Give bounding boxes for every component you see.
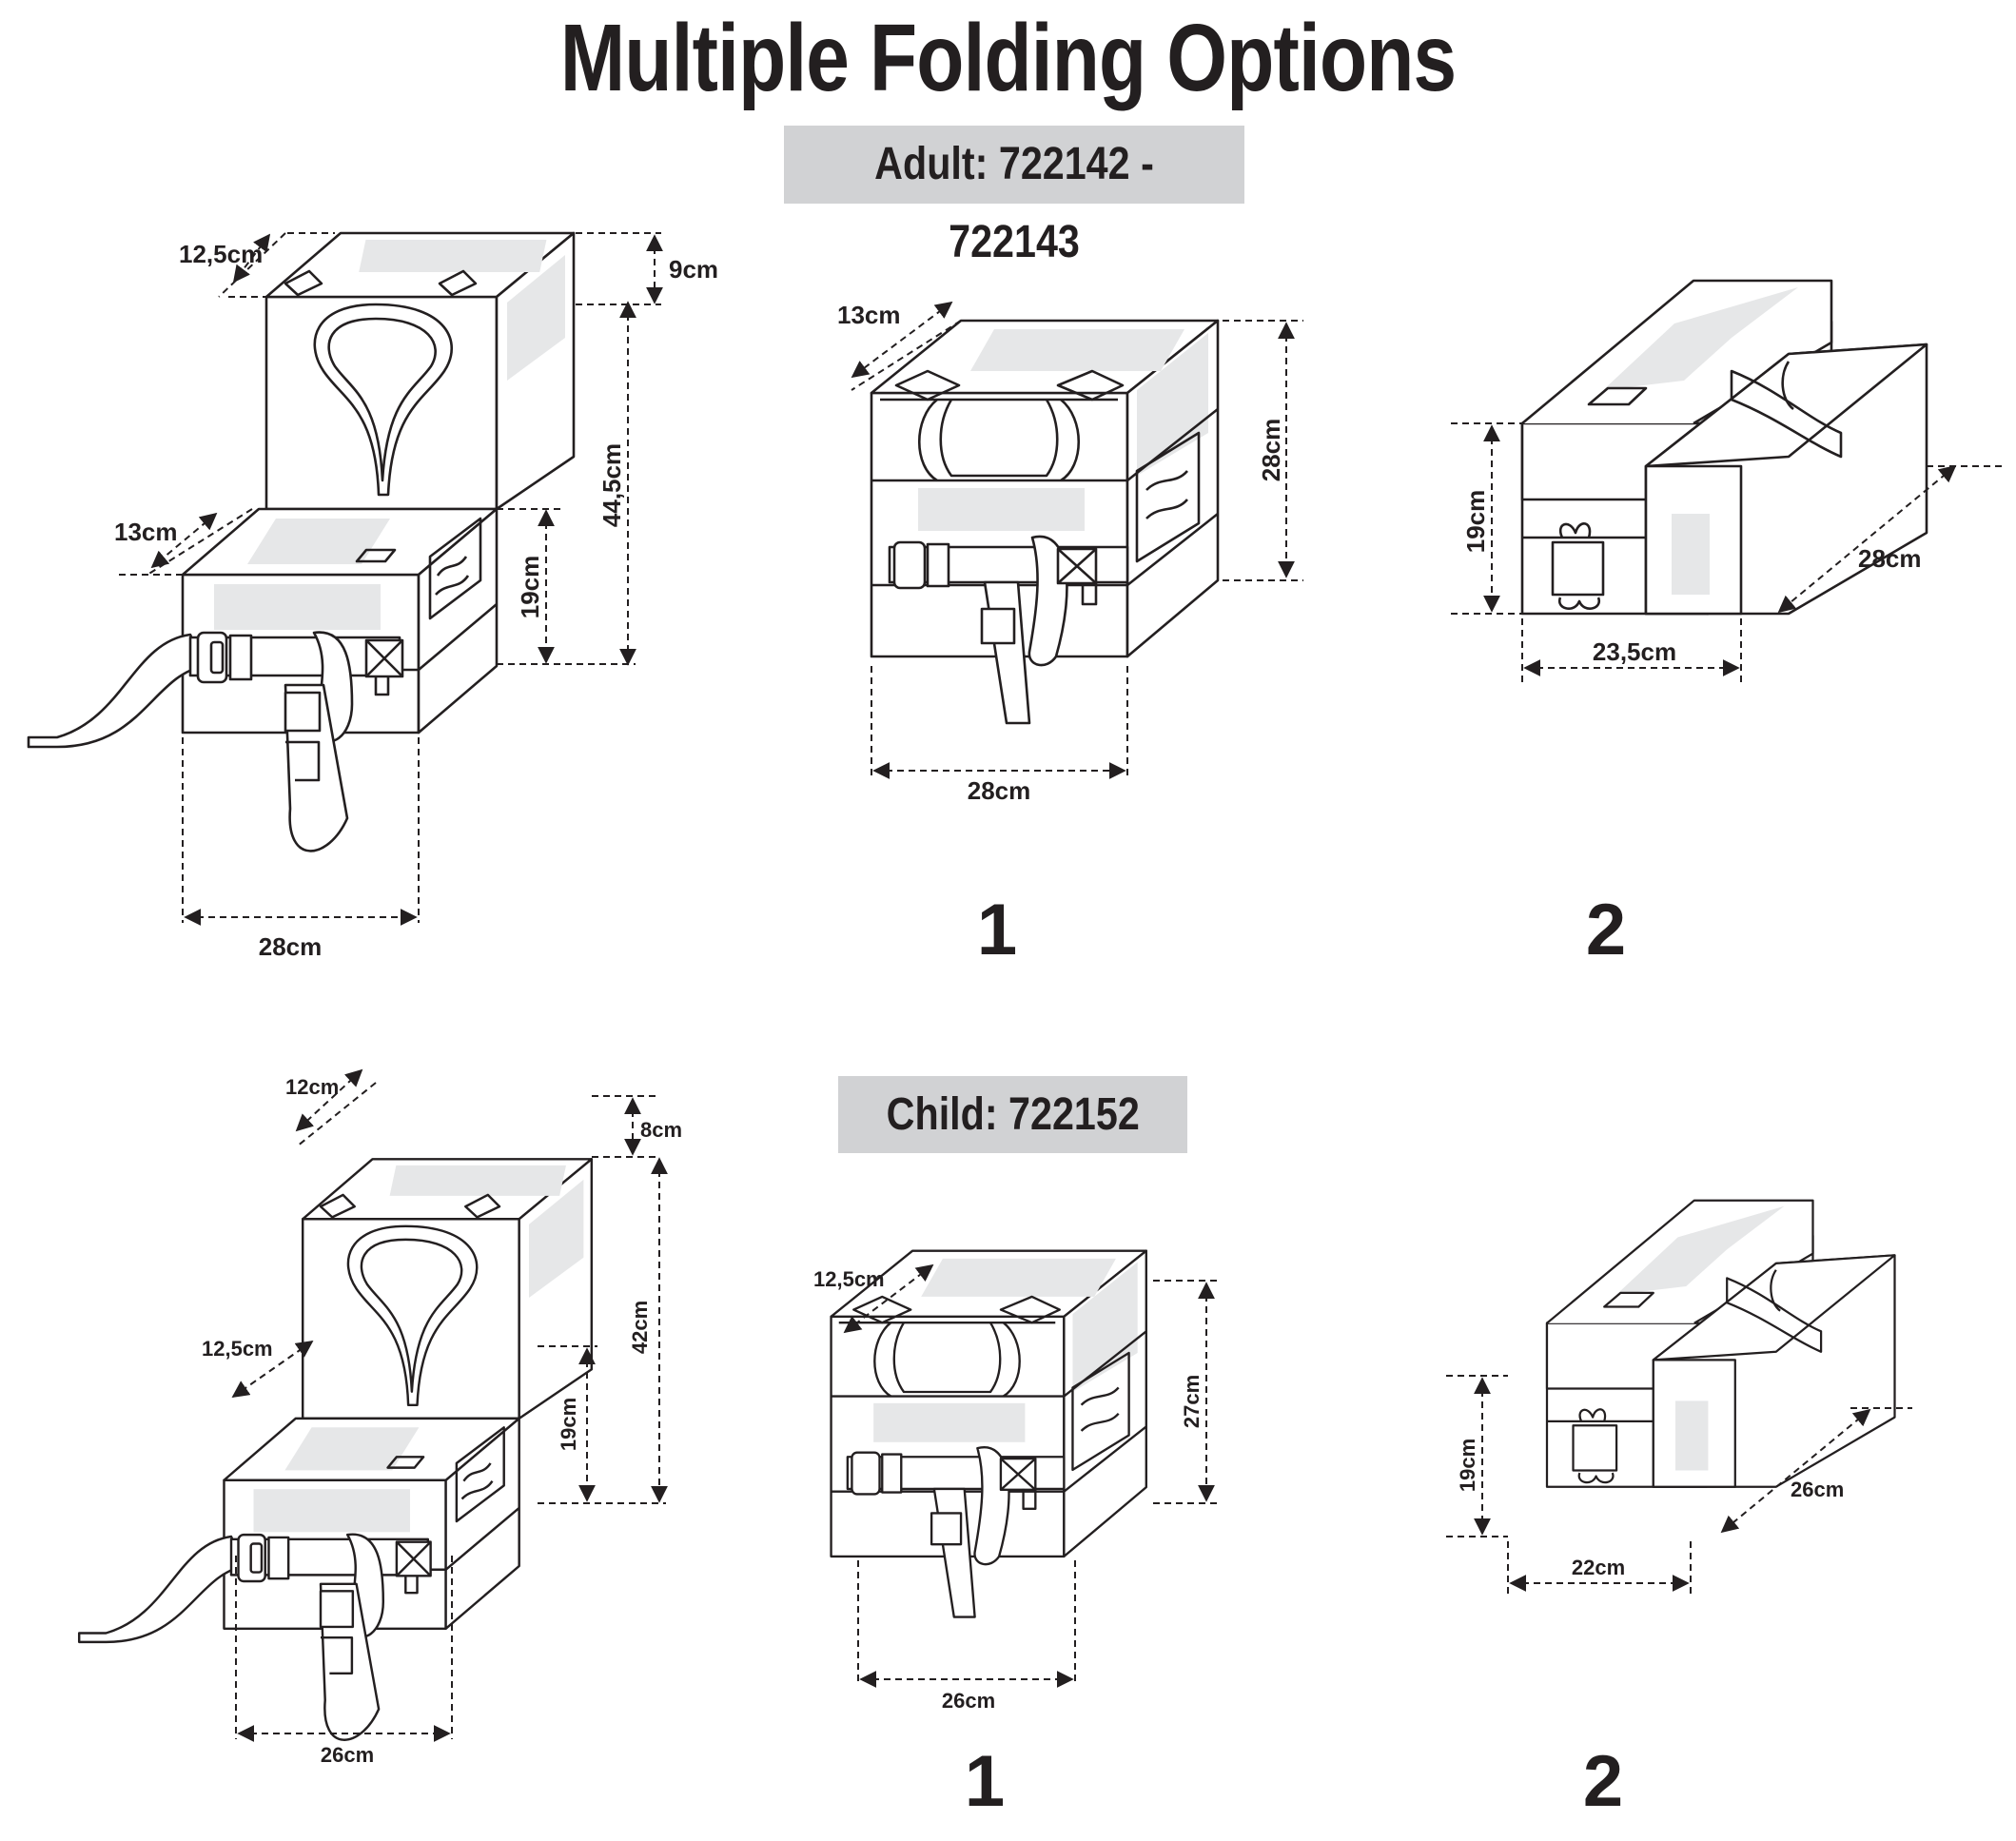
life-jacket-open-icon (77, 1158, 594, 1741)
adult-fold-2-illustration: 19cm 28cm 23,5cm 2 (1451, 279, 2003, 970)
child-open-illustration: 12cm 8cm 12,5cm 42cm 19cm 26cm (77, 1068, 682, 1767)
adult-fold-1-depth-label: 13cm (837, 301, 901, 329)
adult-fold-2-number: 2 (1586, 890, 1626, 970)
child-fold-2-number: 2 (1583, 1741, 1623, 1822)
child-fold-1-illustration: 12,5cm 27cm 26cm 1 (813, 1249, 1218, 1822)
life-jacket-fold-1-icon (830, 1249, 1147, 1618)
adult-open-total-height-label: 44,5cm (597, 443, 626, 527)
child-fold-1-number: 1 (965, 1741, 1005, 1822)
adult-fold-1-number: 1 (977, 890, 1017, 970)
child-fold-1-height-label: 27cm (1180, 1375, 1204, 1428)
child-model-label: Child: 722152 (886, 1089, 1140, 1140)
adult-open-bottom-height-label: 19cm (516, 556, 544, 619)
child-fold-2-length-label: 26cm (1791, 1478, 1844, 1501)
child-open-total-height-label: 42cm (628, 1301, 652, 1354)
child-open-top-height-label: 8cm (640, 1118, 682, 1142)
adult-fold-1-illustration: 13cm 28cm 28cm 1 (837, 301, 1303, 970)
adult-model-banner: Adult: 722142 - 722143 (784, 126, 1244, 267)
child-open-bottom-height-label: 19cm (557, 1398, 580, 1451)
child-model-banner: Child: 722152 (838, 1076, 1187, 1153)
child-fold-2-height-label: 19cm (1456, 1439, 1479, 1492)
adult-open-top-depth-label: 12,5cm (179, 240, 263, 268)
adult-fold-1-height-label: 28cm (1257, 419, 1285, 482)
child-open-width-label: 26cm (321, 1743, 374, 1767)
life-jacket-open-icon (27, 231, 576, 852)
life-jacket-fold-1-icon (870, 319, 1220, 725)
adult-fold-1-width-label: 28cm (968, 776, 1031, 805)
adult-open-bottom-depth-label: 13cm (114, 518, 178, 546)
child-fold-2-width-label: 22cm (1572, 1556, 1625, 1579)
child-fold-1-width-label: 26cm (942, 1689, 995, 1713)
child-fold-2-illustration: 19cm 26cm 22cm 2 (1446, 1199, 1912, 1822)
adult-fold-2-width-label: 23,5cm (1593, 637, 1676, 666)
adult-model-label: Adult: 722142 - 722143 (874, 139, 1154, 267)
adult-open-top-height-label: 9cm (669, 255, 718, 284)
child-fold-1-depth-label: 12,5cm (813, 1267, 885, 1291)
adult-open-width-label: 28cm (259, 932, 323, 961)
child-open-top-depth-label: 12cm (285, 1075, 339, 1099)
adult-fold-2-length-label: 28cm (1858, 544, 1922, 573)
life-jacket-fold-2-icon (1545, 1199, 1896, 1488)
child-open-bottom-depth-label: 12,5cm (202, 1337, 273, 1361)
adult-open-illustration: 12,5cm 9cm 13cm 44,5cm 19cm 28cm (27, 231, 718, 961)
adult-fold-2-height-label: 19cm (1461, 490, 1490, 554)
page-title: Multiple Folding Options (559, 5, 1457, 111)
